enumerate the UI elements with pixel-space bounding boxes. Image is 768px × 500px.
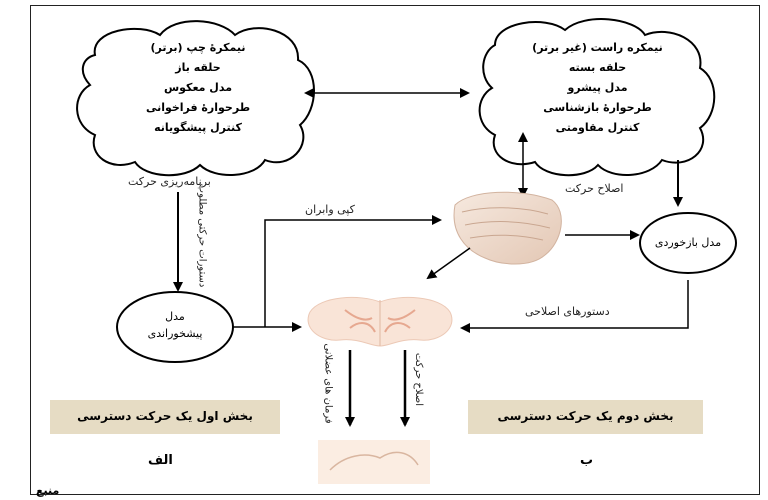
desired-command-label: دستورات حرکتی مطلوب: [196, 183, 208, 288]
movement-correction-bottom-label: اصلاح حرکت: [413, 352, 425, 407]
caption-fragment: منبع: [36, 484, 60, 497]
feedforward-model-line-1: مدل: [165, 310, 185, 323]
right-brain-line-3: طرحوارهٔ بازشناسی: [543, 101, 652, 114]
left-brain-line-2: مدل معکوس: [163, 81, 233, 94]
spinal-cord-image: [307, 296, 453, 347]
feedback-model-label: مدل بازخوردی: [654, 236, 722, 249]
cerebellum-image: [453, 191, 562, 265]
motor-planning-label: برنامه‌ریزی حرکت: [128, 175, 211, 188]
feedforward-model-label: مدل پیشخوراندی: [125, 308, 225, 342]
left-brain-text: نیمکرهٔ چپ (برتر) حلقه باز مدل معکوس طرح…: [118, 38, 278, 138]
movement-correction-top-label: اصلاح حرکت: [565, 182, 624, 195]
left-brain-title: نیمکرهٔ چپ (برتر): [150, 41, 246, 54]
left-brain-shape: [76, 20, 315, 177]
motor-commands-label: فرمان های عضلانی: [322, 343, 334, 424]
efference-copy-label: کپی وابران: [305, 203, 355, 216]
letter-b: ب: [580, 453, 594, 468]
right-brain-shape: [478, 18, 716, 177]
right-brain-line-2: مدل پیشرو: [567, 81, 628, 94]
left-brain-line-4: کنترل پیشگویانه: [154, 121, 242, 134]
left-brain-line-1: حلقه باز: [175, 61, 221, 74]
left-brain-line-3: طرحوارهٔ فراخوانی: [145, 101, 251, 114]
part-two-label: بخش دوم یک حرکت دسترسی: [468, 400, 703, 434]
feedforward-model-line-2: پیشخوراندی: [147, 327, 203, 340]
muscle-image: [318, 440, 430, 484]
right-brain-title: نیمکره راست (غیر برتر): [532, 41, 663, 54]
feedback-model-node: [639, 212, 737, 274]
letter-a: الف: [148, 453, 173, 468]
right-brain-text: نیمکره راست (غیر برتر) حلقه بسته مدل پیش…: [515, 38, 680, 138]
right-brain-line-1: حلقه بسته: [568, 61, 627, 74]
right-brain-line-4: کنترل مقاومتی: [555, 121, 640, 134]
corrective-commands-label: دستورهای اصلاحی: [525, 305, 610, 318]
part-one-label: بخش اول یک حرکت دسترسی: [50, 400, 280, 434]
